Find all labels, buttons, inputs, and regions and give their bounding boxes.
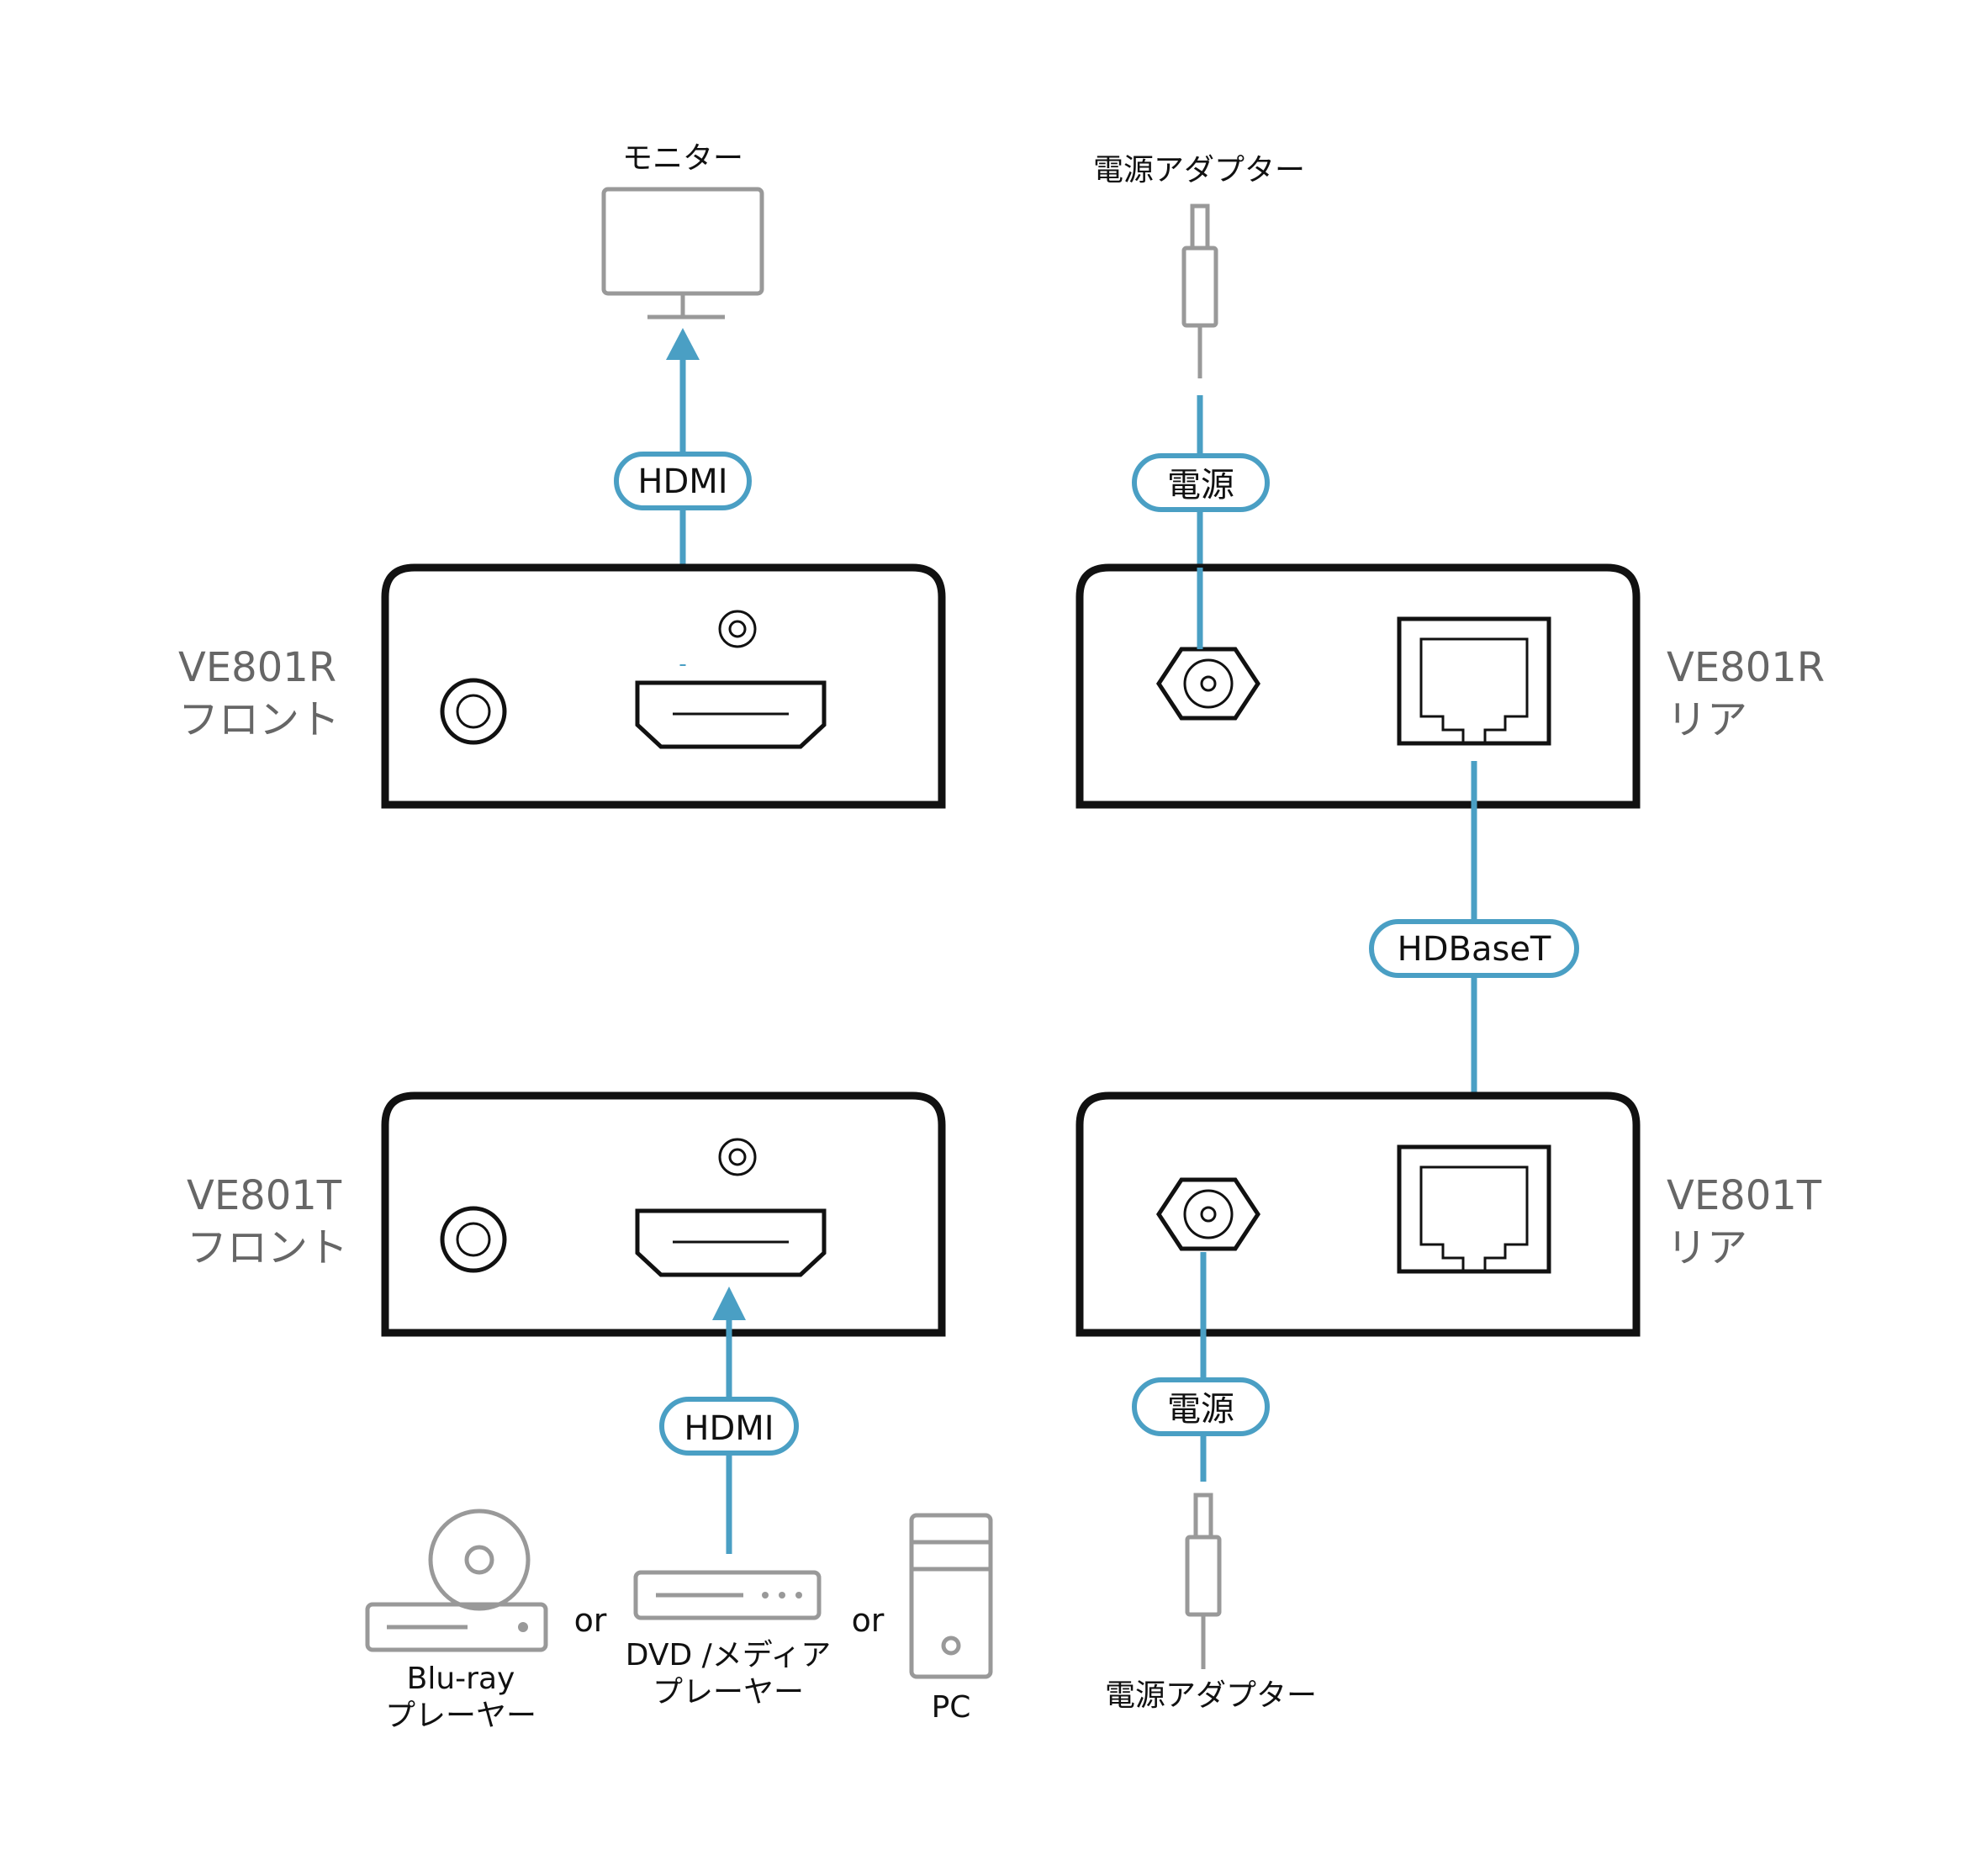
dc-jack-icon bbox=[1156, 647, 1260, 721]
power-adapter-bottom-label: 電源アダプター bbox=[1105, 1678, 1317, 1713]
pc-label: PC bbox=[932, 1690, 971, 1725]
receiver-rear-side: リア bbox=[1667, 696, 1747, 743]
dc-jack-icon bbox=[1156, 1177, 1260, 1251]
hdmi-out-label: HDMI bbox=[637, 462, 727, 501]
ir-sensor-icon bbox=[718, 610, 757, 648]
power-top-pill: 電源 bbox=[1132, 453, 1270, 512]
hdmi-out-arrow bbox=[666, 328, 700, 360]
hdmi-in-label: HDMI bbox=[684, 1409, 774, 1448]
transmitter-front-model: VE801T bbox=[187, 1172, 342, 1219]
rj45-port-icon bbox=[1397, 616, 1551, 746]
transmitter-front-device bbox=[381, 1091, 946, 1337]
pc-tower-icon bbox=[909, 1513, 993, 1679]
power-bottom-pill: 電源 bbox=[1132, 1377, 1270, 1436]
receiver-front-device bbox=[381, 563, 946, 809]
or-separator-2: or bbox=[852, 1602, 885, 1639]
transmitter-rear-device bbox=[1075, 1091, 1641, 1337]
power-adapter-top-label: 電源アダプター bbox=[1093, 153, 1305, 188]
rj45-port-icon bbox=[1397, 1144, 1551, 1274]
power-bottom-label: 電源 bbox=[1167, 1390, 1234, 1429]
receiver-rear-model: VE801R bbox=[1667, 644, 1825, 691]
receiver-front-side: フロント bbox=[178, 696, 340, 743]
or-separator-1: or bbox=[574, 1602, 607, 1639]
transmitter-front-side: フロント bbox=[187, 1224, 348, 1271]
receiver-rear-device bbox=[1075, 563, 1641, 809]
dvd-label-line2: プレーヤー bbox=[653, 1675, 804, 1710]
receiver-front-model: VE801R bbox=[178, 644, 336, 691]
power-plug-icon bbox=[1181, 203, 1218, 378]
hdmi-port-icon bbox=[635, 680, 827, 749]
hdmi-port-icon bbox=[635, 1208, 827, 1277]
bluray-player-icon bbox=[365, 1509, 548, 1652]
bluray-label-line2: プレーヤー bbox=[385, 1699, 536, 1733]
monitor-label: モニター bbox=[622, 141, 743, 176]
transmitter-rear-side: リア bbox=[1667, 1224, 1747, 1271]
ir-sensor-icon bbox=[718, 1138, 757, 1176]
hdbaset-pill: HDBaseT bbox=[1369, 919, 1579, 978]
dvd-label-line1: DVD /メディア bbox=[626, 1638, 832, 1673]
hdmi-in-arrow bbox=[712, 1287, 746, 1320]
audio-jack-icon bbox=[440, 678, 507, 745]
power-top-label: 電源 bbox=[1167, 466, 1234, 505]
monitor-icon bbox=[601, 187, 764, 320]
transmitter-rear-model: VE801T bbox=[1667, 1172, 1822, 1219]
dvd-player-icon bbox=[633, 1570, 822, 1620]
power-plug-icon bbox=[1185, 1493, 1222, 1669]
hdbaset-label: HDBaseT bbox=[1398, 930, 1551, 969]
hdmi-out-pill: HDMI bbox=[614, 452, 752, 510]
bluray-label-line1: Blu-ray bbox=[407, 1662, 515, 1696]
hdmi-in-pill: HDMI bbox=[659, 1397, 799, 1456]
audio-jack-icon bbox=[440, 1206, 507, 1273]
